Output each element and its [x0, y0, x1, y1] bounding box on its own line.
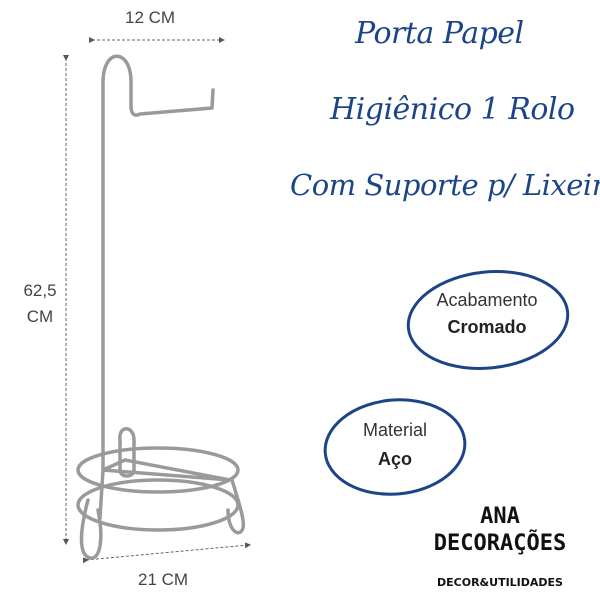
material-label: Material	[362, 420, 428, 440]
material-badge-ring	[323, 398, 467, 496]
height-unit: CM	[26, 307, 54, 326]
brand-name-line2: DECORAÇÕES	[433, 531, 567, 556]
finish-badge-ring	[406, 270, 570, 370]
finish-label: Acabamento	[436, 290, 538, 310]
title-line-2: Higiênico 1 Rolo	[330, 92, 575, 127]
material-value: Aço	[377, 449, 412, 469]
width-top-label: 12 CM	[125, 8, 176, 27]
material-badge: Material Aço	[330, 420, 460, 470]
brand-tagline: DECOR&UTILIDADES	[437, 576, 563, 589]
stand-pole	[101, 54, 133, 472]
brand-name-line1: ANA	[480, 504, 520, 529]
support-loop-center	[118, 427, 136, 478]
height-label: 62,5 CM	[15, 278, 65, 330]
brand-name: ANA DECORAÇÕES	[400, 503, 600, 557]
finish-badge: Acabamento Cromado	[412, 290, 562, 338]
width-bottom-arrow	[82, 542, 251, 564]
badge-rings	[323, 270, 570, 496]
left-foot	[79, 498, 103, 560]
width-bottom-label: 21 CM	[138, 570, 189, 589]
title-line-3: Com Suporte p/ Lixeira	[290, 168, 600, 202]
title-line-1: Porta Papel	[355, 16, 524, 51]
roll-holder-arm	[129, 88, 215, 117]
height-value: 62,5	[23, 281, 57, 300]
dimension-lines	[63, 37, 251, 564]
finish-value: Cromado	[447, 317, 527, 337]
base-ring-top	[76, 446, 240, 494]
base-spokes	[98, 458, 232, 520]
right-foot	[226, 478, 246, 535]
chrome-stand	[76, 54, 246, 560]
